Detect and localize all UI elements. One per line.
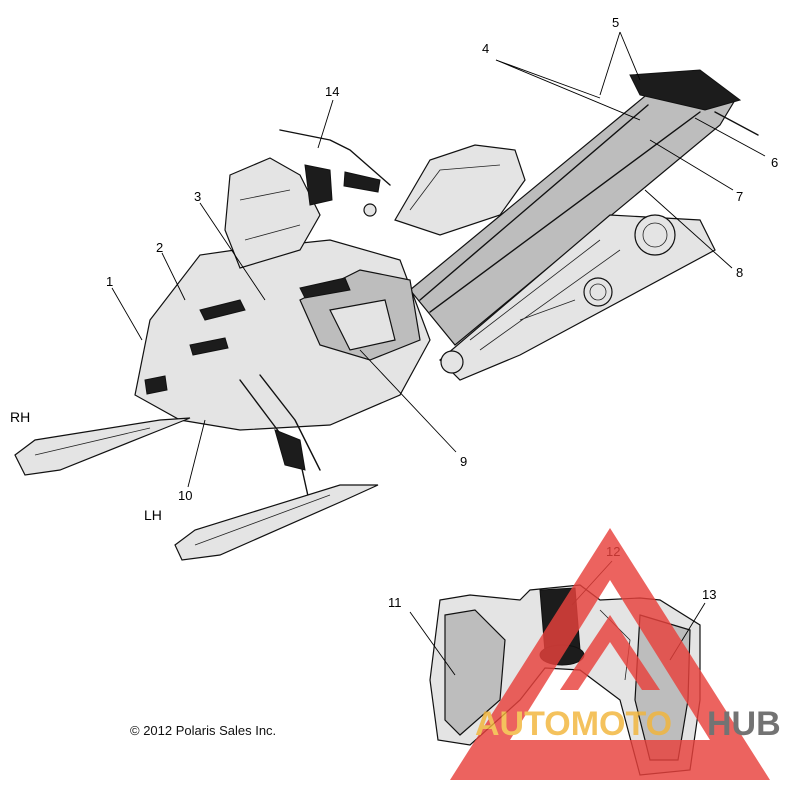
- callout-13: 13: [702, 587, 716, 602]
- callout-3: 3: [194, 189, 201, 204]
- callout-14: 14: [325, 84, 339, 99]
- right-hand-label: RH: [10, 409, 30, 425]
- callout-4: 4: [482, 41, 489, 56]
- callout-10: 10: [178, 488, 192, 503]
- callout-9: 9: [460, 454, 467, 469]
- watermark-word-a: AUTOMOTO: [475, 705, 672, 743]
- callout-6: 6: [771, 155, 778, 170]
- callout-numbers: 1 2 3 4 5 6 7 8 9 10 11 12 13 14: [106, 15, 778, 610]
- callout-2: 2: [156, 240, 163, 255]
- left-hand-label: LH: [144, 507, 162, 523]
- callout-11: 11: [388, 595, 402, 610]
- snowmobile-illustration: [14, 69, 759, 561]
- callout-1: 1: [106, 274, 113, 289]
- watermark-word-b: HUB: [707, 705, 781, 743]
- copyright-notice: © 2012 Polaris Sales Inc.: [130, 723, 276, 738]
- callout-7: 7: [736, 189, 743, 204]
- watermark-inner-chevron: [560, 615, 660, 690]
- watermark-triangle: [450, 528, 770, 780]
- callout-8: 8: [736, 265, 743, 280]
- watermark-logo: AUTOMOTO HUB: [450, 528, 781, 780]
- callout-5: 5: [612, 15, 619, 30]
